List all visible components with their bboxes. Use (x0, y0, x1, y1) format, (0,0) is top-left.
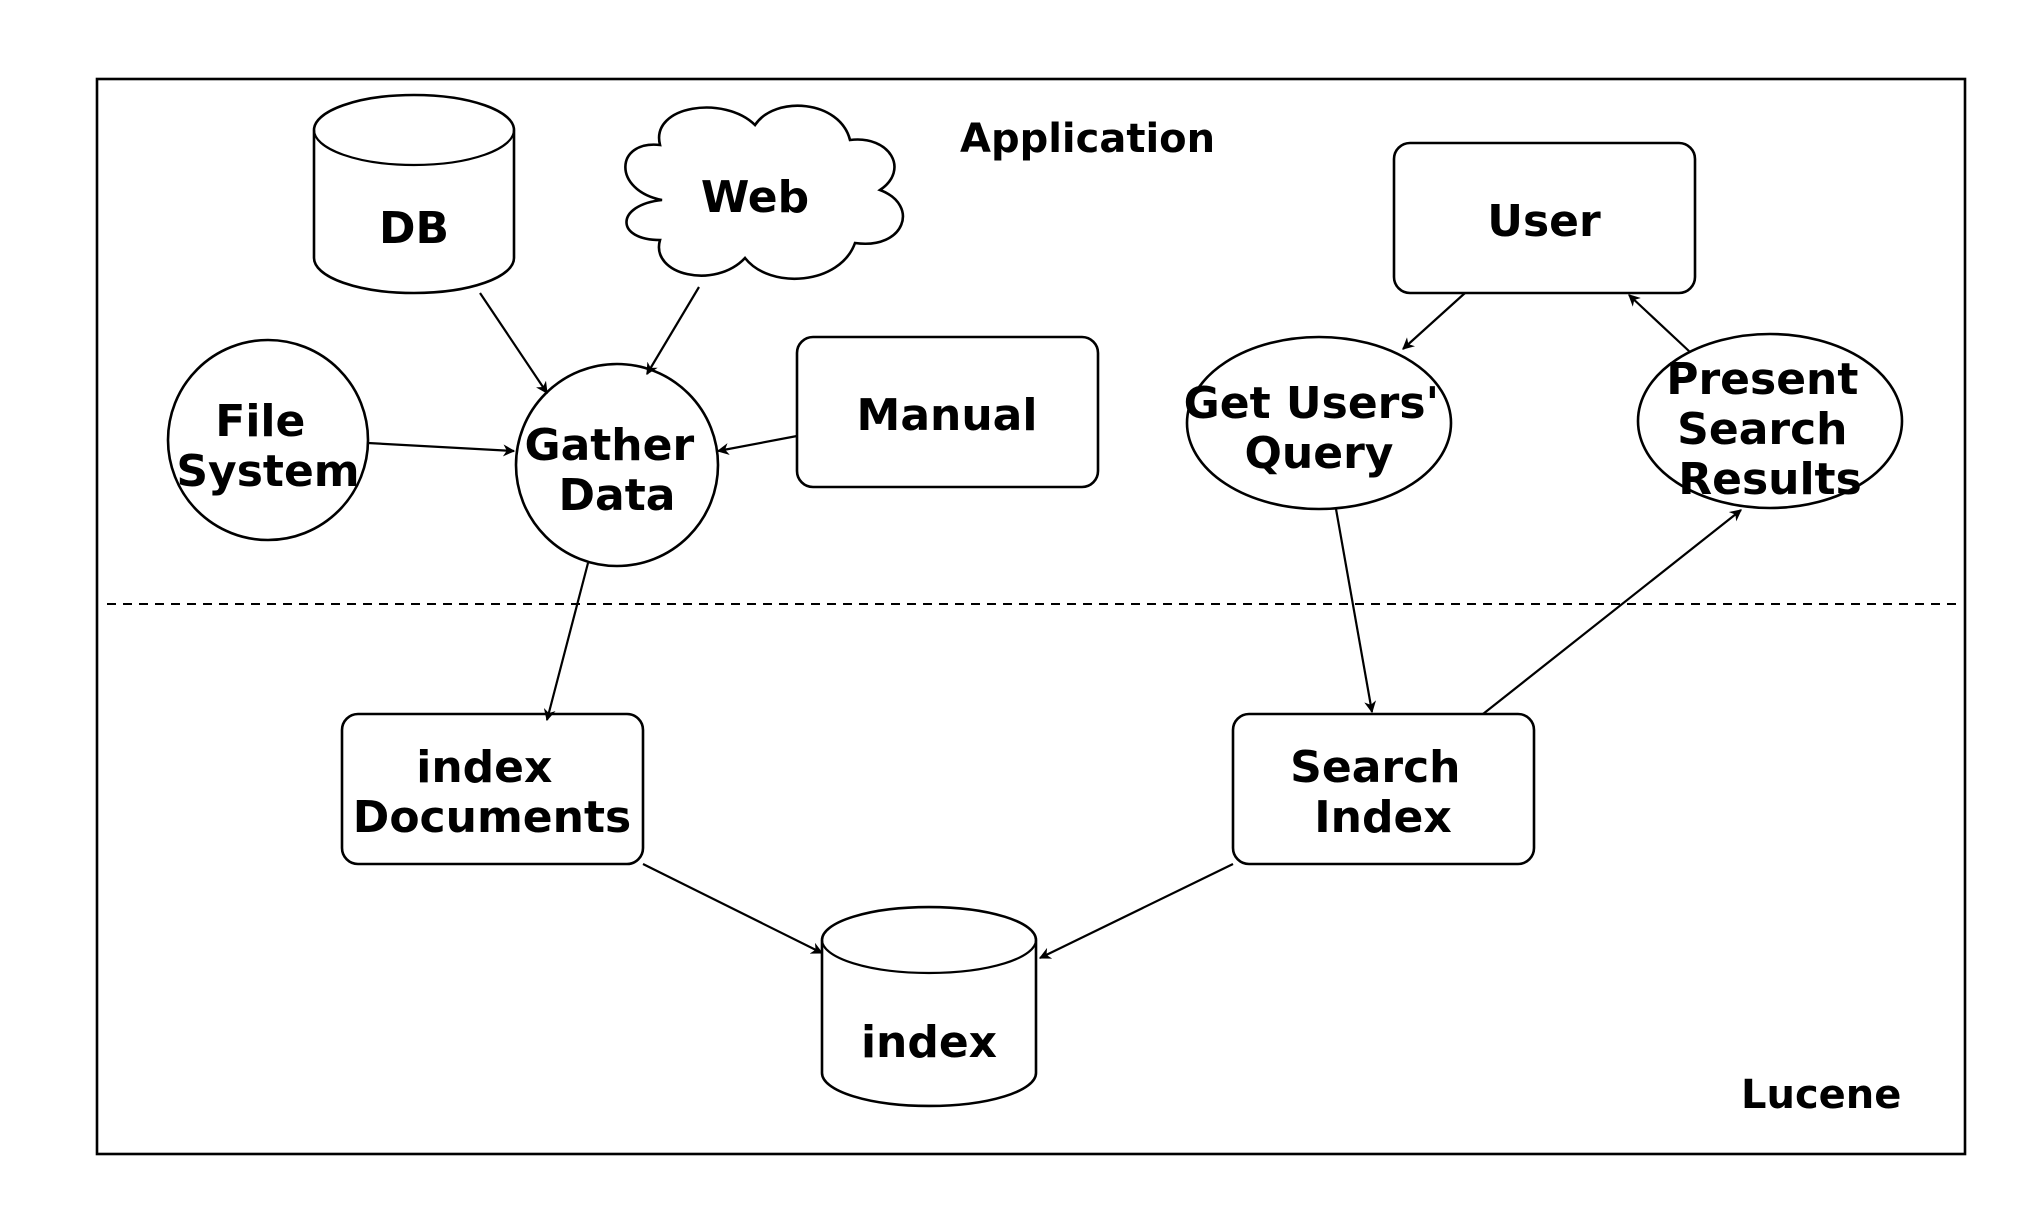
get-query-node: Get Users' Query (1184, 335, 1455, 511)
index-documents-node: index Documents (340, 712, 645, 866)
manual-node: Manual (795, 335, 1100, 489)
search-index-label: Search Index (1290, 742, 1476, 843)
db-cylinder-rim (312, 129, 516, 167)
edge-present-to-user (1628, 294, 1691, 353)
edge-filesystem-to-gather (367, 441, 516, 457)
get-query-label: Get Users' Query (1184, 378, 1455, 479)
edge-manual-to-gather (716, 434, 798, 455)
region-label-lucene: Lucene (1741, 1072, 1901, 1118)
db-cylinder-icon (312, 93, 516, 295)
index-documents-label: index Documents (353, 742, 631, 843)
web-label: Web (701, 172, 809, 223)
db-label: DB (379, 203, 449, 254)
present-results-node: Present Search Results (1636, 332, 1904, 510)
edge-web-to-gather (646, 286, 700, 376)
manual-label: Manual (857, 390, 1038, 441)
gather-data-circle (514, 362, 720, 568)
edge-gather-to-indexdocs (543, 562, 590, 722)
edge-searchindex-to-present (1482, 509, 1742, 715)
db-node: DB (312, 93, 516, 295)
file-system-circle (166, 338, 370, 542)
get-query-ellipse (1185, 335, 1453, 511)
edge-db-to-gather (479, 292, 548, 394)
gather-data-label: Gather Data (524, 420, 709, 521)
index-store-label: index (861, 1017, 997, 1068)
edge-query-to-searchindex (1334, 508, 1377, 714)
search-index-box (1231, 712, 1536, 866)
user-box (1392, 141, 1697, 295)
present-results-ellipse (1636, 332, 1904, 510)
cloud-icon (624, 104, 905, 280)
edge-searchindex-to-index (1038, 863, 1234, 959)
edge-user-to-query (1402, 292, 1466, 350)
edge-indexdocs-to-index (642, 863, 824, 954)
web-node: Web (624, 104, 905, 280)
present-results-label: Present Search Results (1666, 354, 1874, 505)
index-documents-box (340, 712, 645, 866)
user-label: User (1487, 196, 1601, 247)
index-cylinder-rim (820, 939, 1038, 975)
index-store-node: index (820, 905, 1038, 1108)
user-node: User (1392, 141, 1697, 295)
region-label-application: Application (960, 116, 1215, 162)
file-system-label: File System (176, 396, 359, 497)
index-cylinder-icon (820, 905, 1038, 1108)
gather-data-node: Gather Data (514, 362, 720, 568)
search-index-node: Search Index (1231, 712, 1536, 866)
file-system-node: File System (166, 338, 370, 542)
manual-box (795, 335, 1100, 489)
